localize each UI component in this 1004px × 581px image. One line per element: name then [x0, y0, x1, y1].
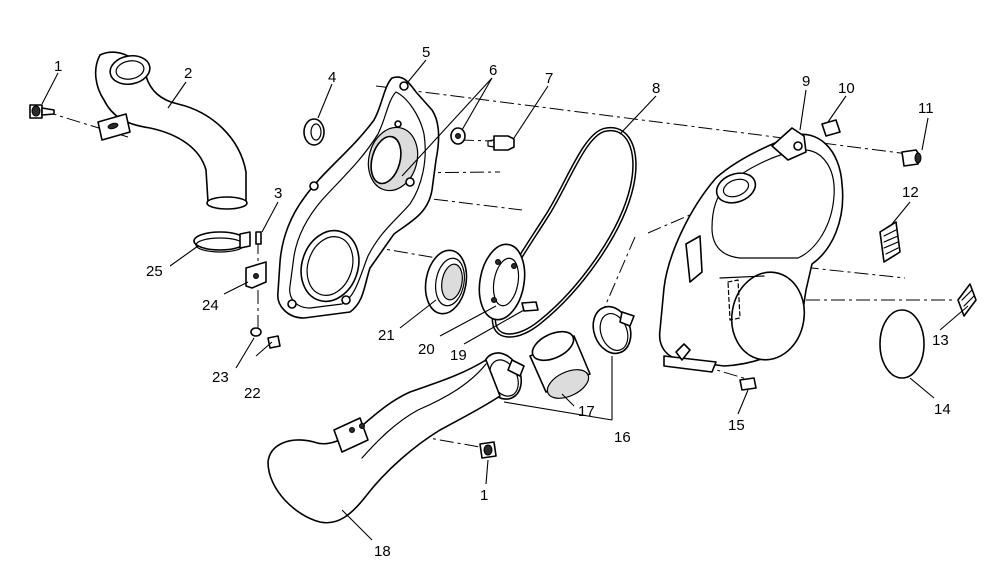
screw-22 — [267, 335, 281, 349]
sleeve-17 — [529, 330, 591, 399]
callout-17: 17 — [578, 403, 595, 420]
callout-13: 13 — [932, 332, 949, 349]
bolt-upper-left — [29, 104, 55, 119]
callout-6: 6 — [489, 62, 497, 79]
decal-10 — [821, 119, 841, 137]
clamp-16-right — [592, 305, 635, 355]
label-13 — [957, 283, 977, 317]
callout-18: 18 — [374, 543, 391, 560]
callout-14: 14 — [934, 401, 951, 418]
callout-25: 25 — [146, 263, 163, 280]
callout-5: 5 — [422, 44, 430, 61]
callout-8: 8 — [652, 80, 660, 97]
round-decal-14 — [879, 309, 925, 379]
callout-1-upper: 1 — [54, 58, 62, 75]
washer-23 — [250, 327, 262, 337]
callout-16: 16 — [614, 429, 631, 446]
lower-intake-duct — [267, 359, 501, 524]
bolt-lower — [479, 441, 497, 459]
seal-21 — [424, 249, 468, 315]
callout-7: 7 — [545, 70, 553, 87]
callout-3: 3 — [274, 185, 282, 202]
outer-cover — [658, 127, 844, 373]
drive-belt-8 — [491, 126, 637, 338]
callout-4: 4 — [328, 69, 336, 86]
callout-labels: 1 2 3 4 5 6 7 8 9 10 11 12 13 14 15 16 1… — [54, 44, 951, 560]
warning-label-12 — [879, 221, 901, 263]
callout-2: 2 — [184, 65, 192, 82]
washer-4 — [303, 118, 325, 146]
screw-19 — [521, 301, 539, 312]
leader-lines — [41, 59, 969, 541]
callout-11: 11 — [918, 100, 934, 117]
screw-7 — [487, 135, 515, 151]
callout-20: 20 — [418, 341, 435, 358]
upper-intake-duct — [94, 51, 248, 210]
callout-10: 10 — [838, 80, 855, 97]
hose-clamp-25 — [193, 231, 251, 253]
callout-15: 15 — [728, 417, 745, 434]
washer-6 — [450, 127, 466, 145]
screw-15 — [739, 377, 757, 391]
callout-23: 23 — [212, 369, 229, 386]
bolt-11 — [901, 149, 922, 167]
bracket-24 — [245, 261, 267, 289]
callout-24: 24 — [202, 297, 219, 314]
bearing-plate-20 — [478, 243, 526, 321]
callout-22: 22 — [244, 385, 261, 402]
callout-21: 21 — [378, 327, 395, 344]
inner-cover-plate — [277, 76, 440, 319]
callout-9: 9 — [802, 73, 810, 90]
callout-19: 19 — [450, 347, 467, 364]
small-pin-3 — [255, 231, 262, 245]
callout-12: 12 — [902, 184, 919, 201]
callout-1-lower: 1 — [480, 487, 488, 504]
